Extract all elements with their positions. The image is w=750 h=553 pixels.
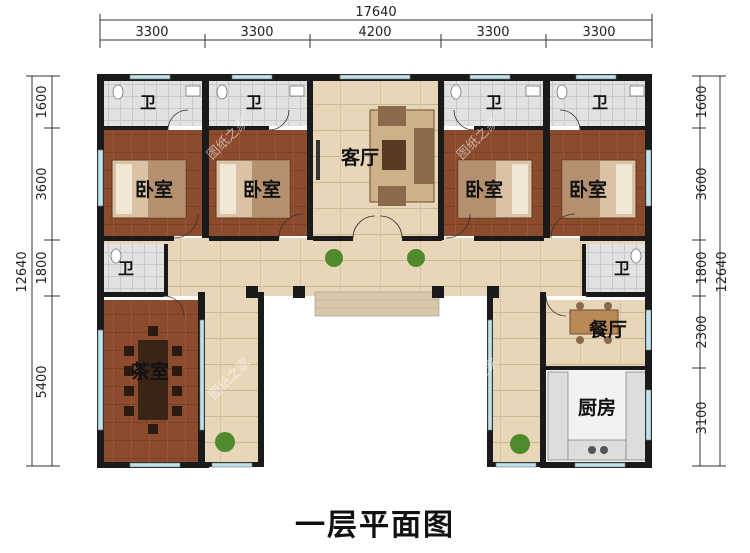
dim-left-seg-3: 1800 — [35, 251, 50, 284]
bed-3 — [457, 159, 533, 219]
windows — [97, 74, 652, 468]
room-bath-2: 卫 — [246, 93, 262, 112]
plan-caption: 一层平面图 — [295, 508, 455, 543]
dim-right-seg-4: 2300 — [695, 315, 710, 348]
room-kitchen: 厨房 — [578, 396, 616, 419]
room-bedroom-3: 卧室 — [465, 178, 503, 201]
dim-top-seg-1: 3300 — [135, 25, 168, 40]
plant-icon — [510, 434, 530, 454]
room-tea: 茶室 — [131, 360, 169, 383]
furniture — [110, 84, 647, 461]
dim-top-total: 17640 — [355, 5, 396, 20]
room-dining: 餐厅 — [589, 318, 627, 341]
doors — [163, 109, 581, 317]
dimension-right — [692, 75, 726, 467]
dining-table — [569, 302, 619, 344]
bed-1 — [111, 159, 187, 219]
room-bath-1: 卫 — [140, 93, 156, 112]
room-bath-6: 卫 — [614, 259, 630, 278]
tea-table — [124, 326, 182, 434]
plant-icon — [215, 432, 235, 452]
entry-steps — [314, 291, 440, 317]
dim-left-seg-4: 5400 — [35, 365, 50, 398]
dim-right-seg-5: 3100 — [695, 401, 710, 434]
dim-right-seg-1: 1600 — [695, 85, 710, 118]
dim-top-seg-3: 4200 — [358, 25, 391, 40]
room-bedroom-4: 卧室 — [569, 178, 607, 201]
room-bath-4: 卫 — [592, 93, 608, 112]
plant-icon — [407, 249, 425, 267]
dim-right-seg-2: 3600 — [695, 167, 710, 200]
dim-left-seg-2: 3600 — [35, 167, 50, 200]
plant-icon — [325, 249, 343, 267]
corridor-floor — [100, 238, 652, 296]
room-bath-3: 卫 — [486, 93, 502, 112]
kitchen-counters — [547, 371, 647, 461]
room-bedroom-1: 卧室 — [135, 178, 173, 201]
dim-left-total: 12640 — [15, 251, 30, 292]
bed-2 — [215, 159, 291, 219]
room-bath-5: 卫 — [118, 259, 134, 278]
dim-top-seg-4: 3300 — [476, 25, 509, 40]
room-bedroom-2: 卧室 — [243, 178, 281, 201]
dim-top-seg-2: 3300 — [240, 25, 273, 40]
room-living: 客厅 — [341, 146, 379, 169]
sofa-set — [316, 106, 435, 206]
dim-left-seg-1: 1600 — [35, 85, 50, 118]
bed-4 — [561, 159, 637, 219]
dim-right-total: 12640 — [715, 251, 730, 292]
dim-right-seg-3: 1800 — [695, 251, 710, 284]
dim-top-seg-5: 3300 — [582, 25, 615, 40]
toilets — [110, 84, 645, 264]
plants — [215, 249, 530, 454]
dimension-top — [99, 14, 653, 48]
dimension-left — [26, 75, 60, 467]
